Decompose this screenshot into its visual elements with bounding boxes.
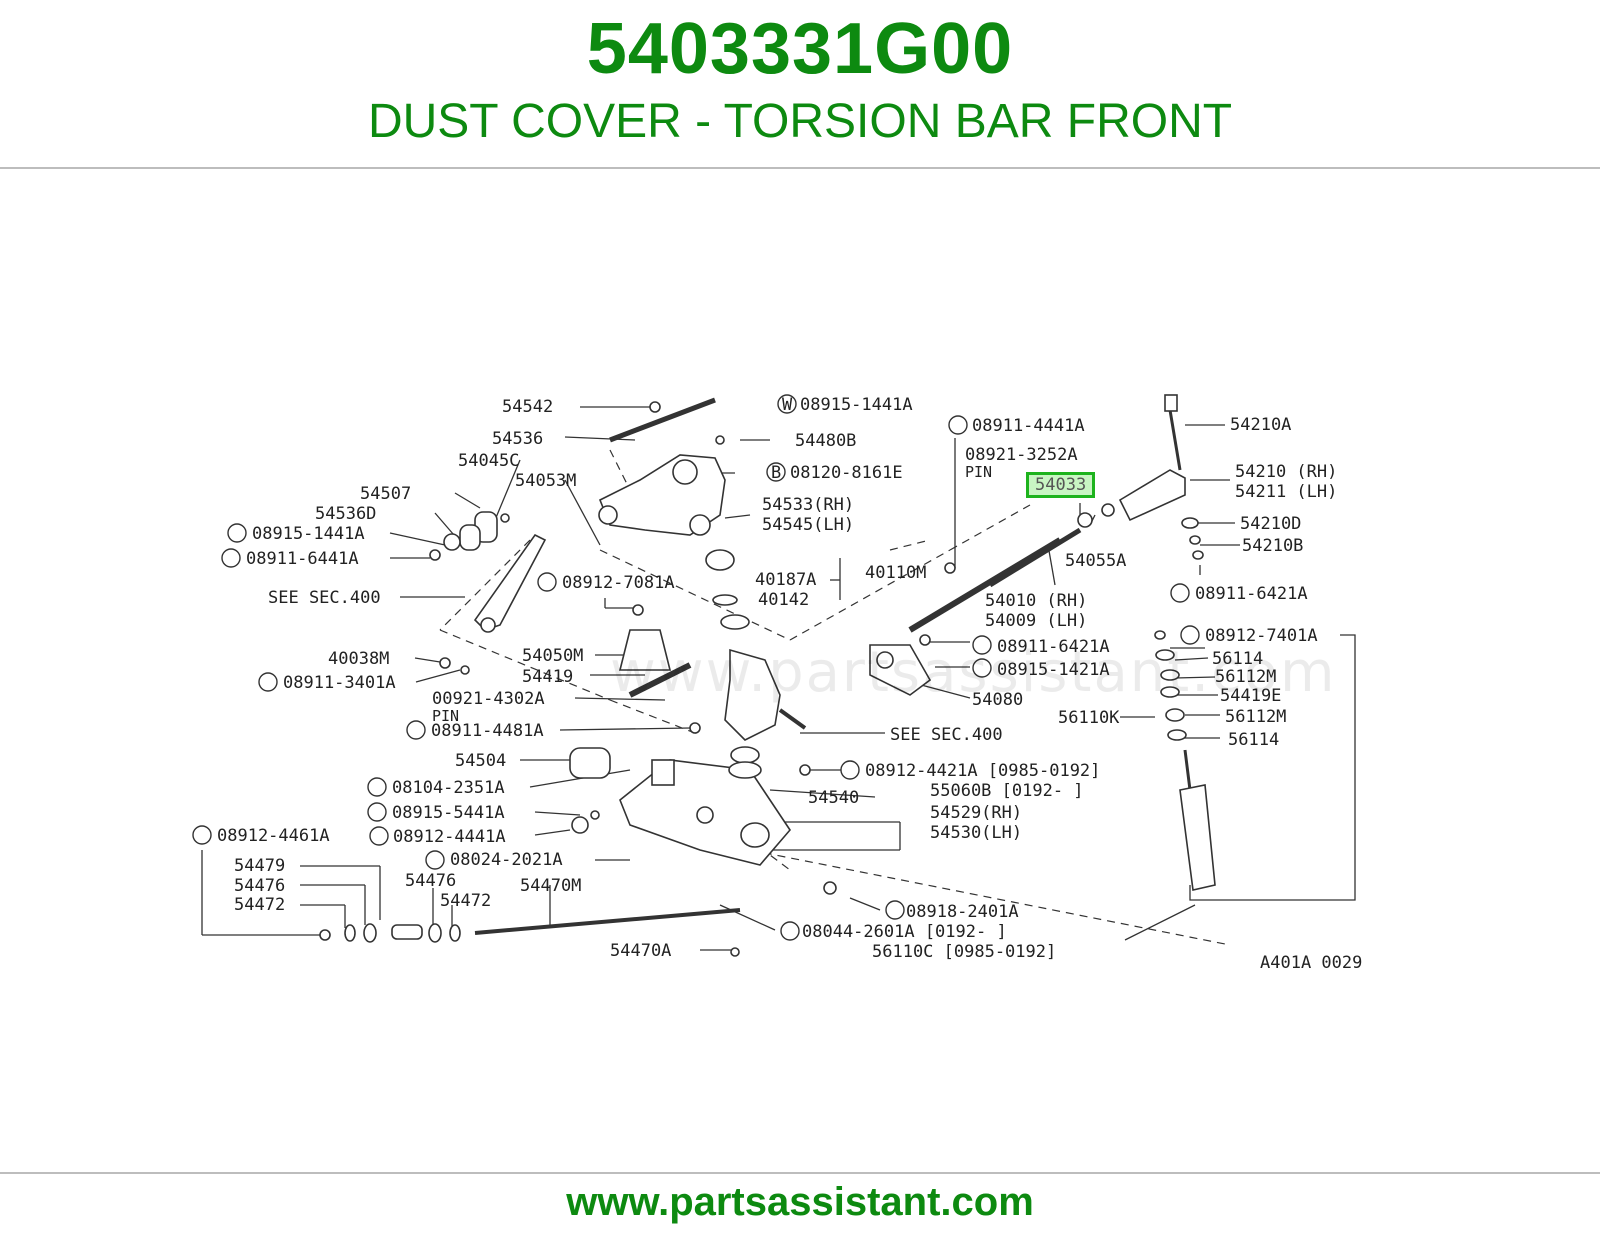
label-56112m-a: 56112M (1215, 667, 1277, 687)
label-54504: 54504 (455, 751, 507, 771)
label-08921-3252a: 08921-3252A (965, 445, 1078, 465)
label-08044-2601a: 08044-2601A [0192- ] (802, 922, 1007, 942)
label-40187a: 40187A (755, 570, 817, 590)
label-54210a: 54210A (1230, 415, 1292, 435)
label-54529-rh: 54529(RH) (930, 803, 1023, 823)
label-54470m: 54470M (520, 876, 582, 896)
label-54480b: 54480B (795, 431, 857, 451)
label-pin-left: PIN (432, 707, 460, 725)
label-54419: 54419 (522, 667, 574, 687)
label-08911-4481a: 08911-4481A (431, 721, 544, 741)
label-08915-1441a: 08915-1441A (252, 524, 365, 544)
label-54010-rh: 54010 (RH) (985, 591, 1088, 611)
label-08024-2021a: 08024-2021A (450, 850, 563, 870)
label-08915-1441a-top: 08915-1441A (800, 395, 913, 415)
label-08912-7401a: 08912-7401A (1205, 626, 1318, 646)
label-54476-b: 54476 (405, 871, 457, 891)
part-description: DUST COVER - TORSION BAR FRONT (367, 95, 1233, 148)
label-40142: 40142 (758, 590, 810, 610)
label-08915-5441a: 08915-5441A (392, 803, 505, 823)
label-54536d: 54536D (315, 504, 377, 524)
label-40110m: 40110M (865, 563, 927, 583)
label-54050m: 54050M (522, 646, 584, 666)
label-54472-a: 54472 (234, 895, 286, 915)
label-54536: 54536 (492, 429, 544, 449)
label-54210-rh: 54210 (RH) (1235, 462, 1338, 482)
label-56112m-b: 56112M (1225, 707, 1287, 727)
label-54476-a: 54476 (234, 876, 286, 896)
label-pin-right: PIN (965, 463, 993, 481)
label-08120-8161e: 08120-8161E (790, 463, 903, 483)
diagram-code: A401A 0029 (1260, 953, 1363, 973)
label-54507: 54507 (360, 484, 412, 504)
label-54053m: 54053M (515, 471, 577, 491)
label-see-sec400-right: SEE SEC.400 (890, 725, 1003, 745)
label-56114-a: 56114 (1212, 649, 1264, 669)
label-54210b: 54210B (1242, 536, 1304, 556)
part-number: 5403331G00 (586, 9, 1014, 89)
watermark: www.partsassistant.com (610, 640, 1337, 705)
label-54530-lh: 54530(LH) (930, 823, 1023, 843)
label-08912-7081a: 08912-7081A (562, 573, 675, 593)
label-54542: 54542 (502, 397, 554, 417)
label-54540: 54540 (808, 788, 860, 808)
label-54545-lh: 54545(LH) (762, 515, 855, 535)
label-56110c: 56110C [0985-0192] (872, 942, 1057, 962)
label-08911-6421a-mid: 08911-6421A (997, 637, 1110, 657)
label-see-sec400-left: SEE SEC.400 (268, 588, 381, 608)
label-56110k: 56110K (1058, 708, 1120, 728)
badge-b: B (771, 463, 782, 483)
label-54419e: 54419E (1220, 686, 1282, 706)
parts-diagram: www.partsassistant.com 54542 W 08915-144… (190, 330, 1420, 1010)
header-divider (0, 167, 1600, 169)
badge-w: W (782, 395, 793, 415)
label-08912-4421a: 08912-4421A [0985-0192] (865, 761, 1101, 781)
footer-divider (0, 1172, 1600, 1174)
footer-url[interactable]: www.partsassistant.com (566, 1180, 1034, 1224)
label-54080: 54080 (972, 690, 1024, 710)
label-54055a: 54055A (1065, 551, 1127, 571)
label-08912-4441a: 08912-4441A (393, 827, 506, 847)
label-55060b: 55060B [0192- ] (930, 781, 1084, 801)
label-08911-6421a-right: 08911-6421A (1195, 584, 1308, 604)
header: 5403331G00 DUST COVER - TORSION BAR FRON… (0, 0, 1600, 168)
label-54045c: 54045C (458, 451, 520, 471)
label-08918-2401a: 08918-2401A (906, 902, 1019, 922)
label-08912-4461a: 08912-4461A (217, 826, 330, 846)
label-56114-b: 56114 (1228, 730, 1280, 750)
diagram-drawing (192, 394, 1356, 957)
label-08911-4441a: 08911-4441A (972, 416, 1085, 436)
label-08915-1421a: 08915-1421A (997, 660, 1110, 680)
label-54533-rh: 54533(RH) (762, 495, 855, 515)
label-00921-4302a: 00921-4302A (432, 689, 545, 709)
label-54210d: 54210D (1240, 514, 1302, 534)
label-08911-3401a: 08911-3401A (283, 673, 396, 693)
label-54479: 54479 (234, 856, 286, 876)
label-54009-lh: 54009 (LH) (985, 611, 1088, 631)
label-54470a: 54470A (610, 941, 672, 961)
label-54211-lh: 54211 (LH) (1235, 482, 1338, 502)
label-54472-b: 54472 (440, 891, 492, 911)
label-40038m: 40038M (328, 649, 390, 669)
label-54033-highlighted[interactable]: 54033 (1026, 472, 1096, 498)
label-08911-6441a: 08911-6441A (246, 549, 359, 569)
label-08104-2351a: 08104-2351A (392, 778, 505, 798)
